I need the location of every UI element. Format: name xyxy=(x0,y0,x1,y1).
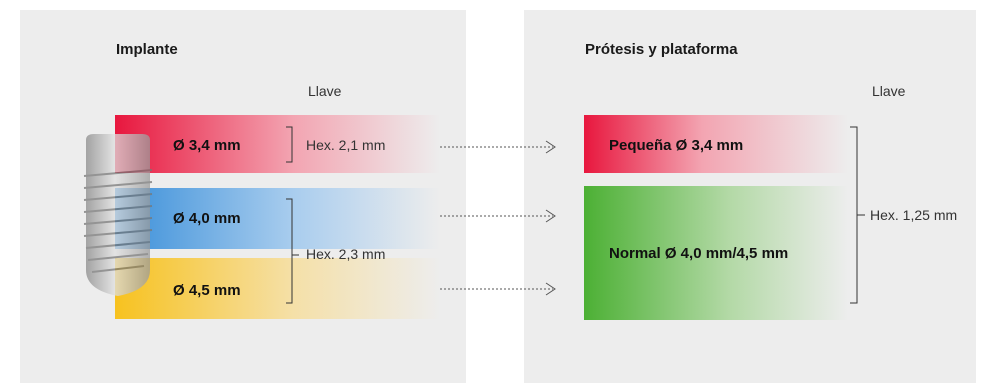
hex-large-bracket xyxy=(286,198,293,304)
platform-small-label: Pequeña Ø 3,4 mm xyxy=(609,137,744,154)
platform-normal-label: Normal Ø 4,0 mm/4,5 mm xyxy=(609,245,789,262)
platform-band-small xyxy=(584,115,848,173)
implant-band-4-0 xyxy=(115,188,440,249)
hex-small-label: Hex. 2,1 mm xyxy=(306,137,386,153)
implant-size-4-0: Ø 4,0 mm xyxy=(173,210,241,227)
platform-band-normal xyxy=(584,186,848,320)
hex-large-label: Hex. 2,3 mm xyxy=(306,246,386,262)
implant-title: Implante xyxy=(116,41,178,58)
prosthesis-hex-bracket xyxy=(850,126,858,304)
prosthesis-hex-label: Hex. 1,25 mm xyxy=(870,207,958,223)
prosthesis-title: Prótesis y plataforma xyxy=(585,41,738,58)
hex-small-bracket xyxy=(286,126,293,163)
implant-band-3-4 xyxy=(115,115,440,173)
implant-key-header: Llave xyxy=(308,83,342,99)
implant-size-4-5: Ø 4,5 mm xyxy=(173,282,241,299)
implant-size-3-4: Ø 3,4 mm xyxy=(173,137,241,154)
implant-band-4-5 xyxy=(115,258,440,319)
prosthesis-key-header: Llave xyxy=(872,83,906,99)
